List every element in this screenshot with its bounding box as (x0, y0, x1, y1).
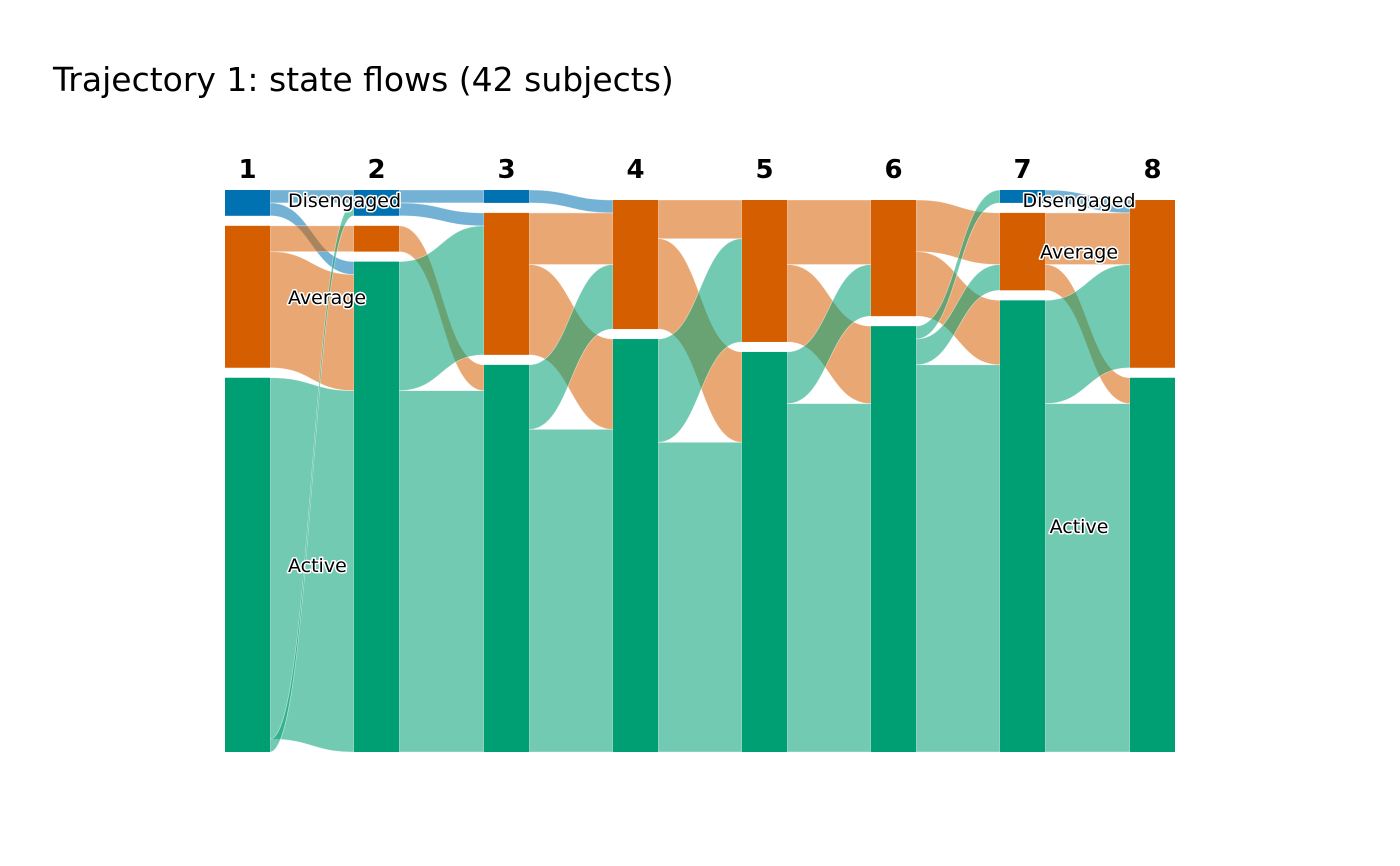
node-6-average (871, 200, 916, 317)
flow-6-active-to-disengaged (915, 189, 1001, 340)
time-point-label: 3 (497, 155, 515, 185)
flow-2-active-to-active (398, 390, 485, 753)
state-label-disengaged-7: Disengaged (1022, 190, 1135, 212)
time-point-label: 2 (367, 155, 385, 185)
time-point-label: 4 (626, 155, 644, 185)
flow-6-active-to-active (915, 364, 1001, 753)
flow-5-active-to-average (786, 264, 872, 404)
time-point-label: 6 (884, 155, 902, 185)
node-2-average (354, 225, 399, 252)
flow-3-average-to-average (528, 212, 614, 265)
node-7-average (1000, 212, 1045, 291)
node-7-disengaged (1000, 190, 1045, 203)
state-label-average-1: Average (288, 287, 366, 309)
state-label-average-7: Average (1040, 242, 1118, 264)
flow-2-disengaged-to-disengaged (398, 189, 485, 204)
flow-5-average-to-average (786, 199, 872, 265)
chart-title: Trajectory 1: state flows (42 subjects) (53, 60, 674, 99)
flow-4-average-to-average (657, 199, 743, 240)
node-7-active (1000, 300, 1045, 752)
flow-layer (269, 189, 1131, 753)
node-3-disengaged (484, 190, 529, 203)
node-5-average (742, 200, 787, 342)
time-point-label: 5 (755, 155, 773, 185)
state-label-active-1: Active (288, 555, 347, 577)
node-4-active (613, 339, 658, 752)
node-8-active (1130, 377, 1175, 752)
flow-4-active-to-active (657, 441, 743, 753)
node-6-active (871, 326, 916, 752)
node-layer (225, 190, 1175, 752)
node-4-average (613, 200, 658, 330)
node-1-disengaged (225, 190, 270, 216)
node-2-disengaged (354, 190, 399, 216)
node-3-active (484, 364, 529, 752)
node-8-average (1130, 200, 1175, 368)
flow-7-active-to-average (1044, 264, 1131, 404)
state-label-active-7: Active (1050, 516, 1109, 538)
state-label-disengaged-1: Disengaged (288, 190, 401, 212)
flow-3-active-to-average (528, 264, 614, 430)
flow-3-disengaged-to-average (528, 189, 614, 214)
node-3-average (484, 212, 529, 355)
node-5-active (742, 351, 787, 752)
flow-3-active-to-active (528, 429, 614, 753)
node-1-active (225, 377, 270, 752)
node-1-average (225, 225, 270, 368)
time-point-label: 8 (1143, 155, 1161, 185)
flow-7-active-to-active (1044, 403, 1131, 753)
time-point-label: 7 (1013, 155, 1031, 185)
node-2-active (354, 261, 399, 752)
flow-1-active-to-disengaged (269, 202, 355, 753)
flow-5-active-to-active (786, 403, 872, 753)
flow-2-disengaged-to-average (398, 202, 485, 227)
time-point-label: 1 (238, 155, 256, 185)
